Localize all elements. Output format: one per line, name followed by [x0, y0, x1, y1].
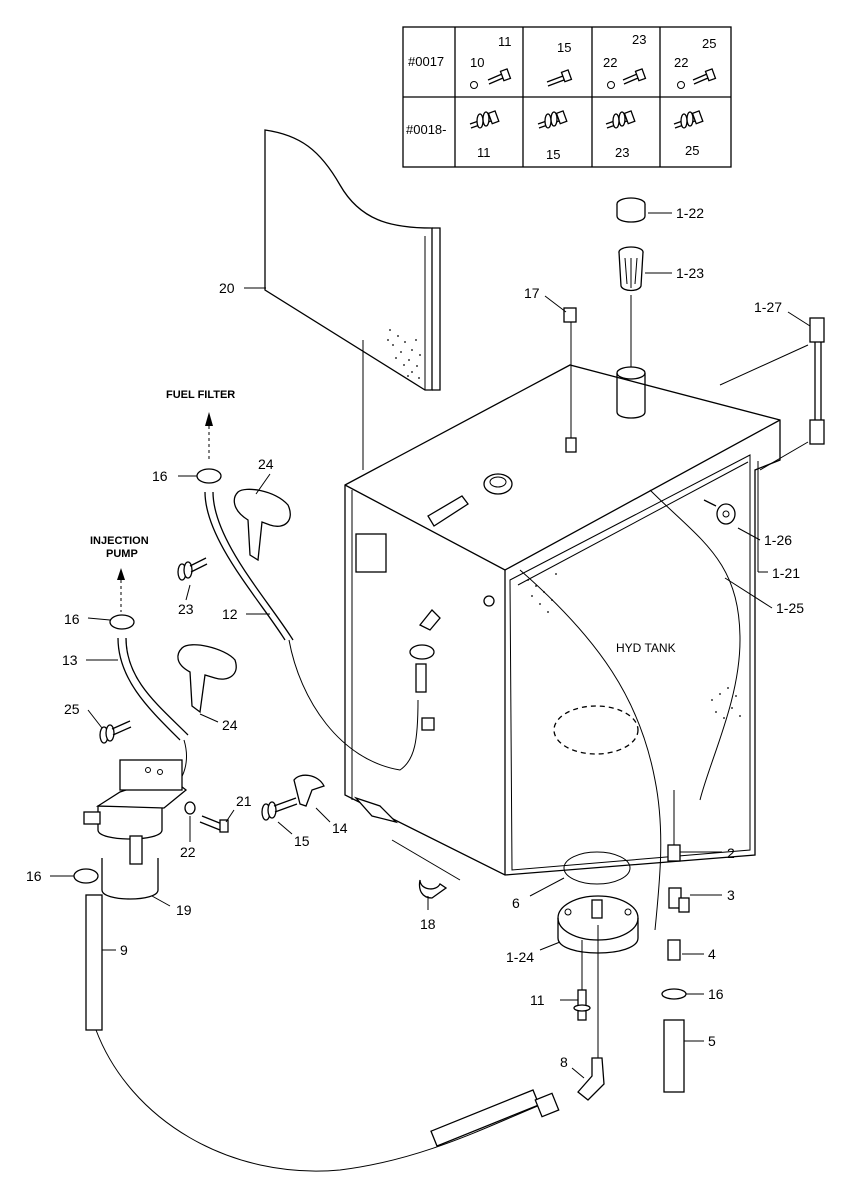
part-label: 6 [512, 895, 520, 911]
part-label: 3 [727, 887, 735, 903]
bolt-washer-icon [605, 110, 636, 129]
part-label: 11 [530, 992, 545, 1008]
part-label: 24 [222, 717, 238, 733]
part-label: 1-25 [776, 600, 804, 616]
table-cell-15b: 15 [546, 147, 560, 162]
drain-cover [557, 851, 639, 1058]
up-arrow-icon [205, 412, 213, 462]
clip-18 [391, 839, 461, 899]
part-label: 1-26 [764, 532, 792, 548]
table-cell-22b: 22 [674, 55, 688, 70]
tank-side-fitting [415, 609, 441, 731]
part-label: 21 [236, 793, 252, 809]
bolt-23 [177, 557, 208, 581]
table-cell-25: 25 [702, 36, 716, 51]
part-label: 18 [420, 916, 436, 932]
part-label: 1-21 [772, 565, 800, 581]
fuel-filter [83, 759, 188, 900]
part-label: 16 [26, 868, 42, 884]
table-cell-23b: 23 [615, 145, 629, 160]
bolt-washer-icon [673, 110, 704, 129]
table-cell-11: 11 [498, 34, 512, 49]
part-label: 5 [708, 1033, 716, 1049]
serial-variant-table: #0017 #0018- 10 11 15 22 23 22 25 [402, 26, 732, 168]
bolt-15 [261, 797, 298, 821]
clip-14 [293, 774, 325, 807]
part-label: 24 [258, 456, 274, 472]
bolt-icon [470, 68, 512, 89]
level-gauge [809, 317, 825, 445]
bolt-25 [99, 720, 132, 744]
up-arrow-icon [117, 568, 125, 612]
bolt-washer-icon [469, 110, 500, 129]
part-label: 16 [708, 986, 724, 1002]
table-cell-15: 15 [557, 40, 571, 55]
bolt-icon [546, 69, 573, 87]
part-label: 13 [62, 652, 78, 668]
fuel-filter-note: FUEL FILTER [166, 389, 235, 401]
leader-lines [50, 212, 811, 1079]
bolt-icon [677, 68, 717, 89]
part-labels: 1-22 1-23 17 1-27 20 16 24 1-26 1-21 1-2… [26, 205, 804, 1070]
hose-clamps [73, 468, 435, 884]
injection-pump-note-1: INJECTION [90, 535, 149, 547]
injection-pump-note-2: PUMP [106, 548, 138, 560]
part-label: 17 [524, 285, 540, 301]
drain-fittings [661, 790, 690, 1093]
part-label: 9 [120, 942, 128, 958]
hoses [85, 491, 560, 1172]
table-cell-23: 23 [632, 32, 646, 47]
part-label: 2 [727, 845, 735, 861]
part-label: 1-27 [754, 299, 782, 315]
part-label: 12 [222, 606, 238, 622]
hyd-tank-label: HYD TANK [616, 641, 676, 655]
part-label: 22 [180, 844, 196, 860]
part-label: 14 [332, 820, 348, 836]
part-label: 4 [708, 946, 716, 962]
table-cell-22: 22 [603, 55, 617, 70]
serial-0018: #0018- [406, 122, 446, 137]
table-cell-11b: 11 [477, 145, 491, 160]
bolt-icon [607, 68, 647, 89]
table-cell-25b: 25 [685, 143, 699, 158]
hydraulic-tank: HYD TANK [344, 295, 809, 931]
bolt-21 [184, 801, 229, 833]
elbow-fitting [577, 1057, 605, 1101]
strainer [618, 246, 644, 292]
bolt-washer-icon [537, 110, 568, 129]
part-label: 8 [560, 1054, 568, 1070]
clamp-bracket-upper [233, 488, 291, 562]
part-label: 15 [294, 833, 310, 849]
part-label: 19 [176, 902, 192, 918]
part-label: 20 [219, 280, 235, 296]
plug-washer [703, 499, 736, 525]
part-label: 16 [152, 468, 168, 484]
part-label: 16 [64, 611, 80, 627]
serial-0017: #0017 [408, 54, 444, 69]
cover-panel [264, 129, 441, 391]
part-label: 1-23 [676, 265, 704, 281]
filler-cap [616, 197, 646, 223]
drain-bolt [573, 989, 591, 1021]
vent-plug [563, 307, 577, 323]
clamp-bracket-lower [177, 644, 237, 714]
part-label: 1-24 [506, 949, 534, 965]
part-label: 23 [178, 601, 194, 617]
table-cell-10: 10 [470, 55, 484, 70]
part-label: 1-22 [676, 205, 704, 221]
stipple-texture [387, 329, 421, 379]
part-label: 25 [64, 701, 80, 717]
